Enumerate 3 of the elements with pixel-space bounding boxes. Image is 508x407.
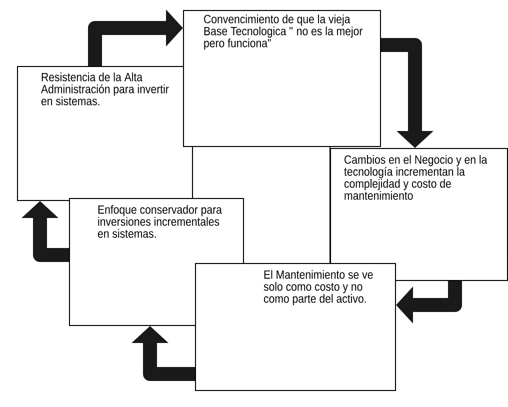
text-box: Resistencia de la Alta Administración para invertir en sistemas. [17, 66, 193, 201]
text-box: Convencimiento de que la vieja Base Tecnologica " no es la mejor pero funciona" [183, 10, 381, 147]
text-box: El Mantenimiento se ve solo como costo y no como parte del activo. [195, 263, 396, 391]
